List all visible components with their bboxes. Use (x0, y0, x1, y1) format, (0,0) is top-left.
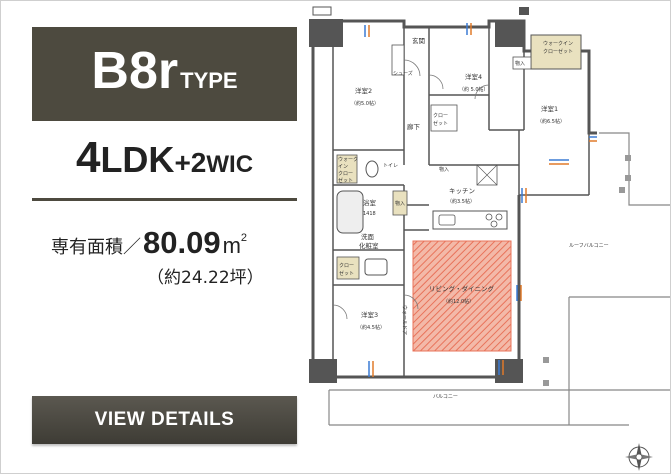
label-wic2-b: イン (338, 164, 348, 170)
wash-basin (364, 258, 388, 276)
area-tsubo: （約24.22坪） (147, 268, 264, 288)
label-washroom-a: 洗面 (361, 232, 375, 241)
unit-type-code: B8r (91, 42, 179, 100)
floor-plan-drawing: 玄関 シューズ 洋室2 （約5.0帖） 洋室4 （約 5.0帖） 洋室1 （約6… (309, 6, 670, 471)
label-wic2-a: ウォーク (338, 156, 358, 163)
label-room1-size: （約6.5帖） (537, 118, 565, 125)
label-room4: 洋室4 (465, 72, 482, 81)
label-wic2-c: クロー (338, 171, 353, 177)
label-storage1: 物入 (515, 60, 525, 67)
kitchen-counter (432, 210, 508, 230)
label-genkan: 玄関 (412, 36, 425, 45)
view-details-button[interactable]: VIEW DETAILS (32, 396, 297, 444)
label-kitchen-size: （約3.5帖） (447, 198, 475, 205)
area-unit: m2 (222, 231, 248, 259)
label-wic2-d: ゼット (338, 177, 353, 184)
toilet-fixture (365, 160, 379, 178)
wic1-area (530, 34, 582, 70)
label-shoes: シューズ (393, 70, 413, 77)
layout-plus: +2 (174, 147, 207, 178)
area-unit-sup: 2 (240, 231, 248, 244)
column-top-left (309, 19, 343, 47)
unit-type-banner: B8r TYPE (32, 27, 297, 121)
top-fixture (312, 6, 332, 16)
label-storage2: 物入 (439, 166, 449, 173)
label-room4-size: （約 5.0帖） (459, 86, 489, 93)
label-room1: 洋室1 (541, 104, 558, 113)
column-top (519, 7, 529, 15)
label-wic1-a: ウォークイン (543, 40, 573, 47)
layout-type: 4 LDK +2 WIC (32, 129, 297, 191)
layout-main: LDK (100, 139, 175, 180)
area-unit-text: m (222, 233, 241, 258)
roof-balcony-outline (599, 132, 670, 206)
label-kitchen: キッチン (449, 187, 475, 195)
label-bath-size: 1418 (363, 211, 376, 217)
label-roof-balcony: ルーフバルコニー (569, 243, 609, 249)
label-closet-b: ゼット (433, 120, 448, 127)
label-room3: 洋室3 (361, 310, 378, 319)
label-toilet: トイレ (383, 163, 398, 169)
label-bath: 浴室 (363, 198, 377, 207)
label-washroom-b: 化粧室 (359, 241, 379, 250)
label-living-size: （約12.0帖） (443, 298, 474, 305)
column-top-right (495, 21, 525, 47)
label-closet3-b: ゼット (339, 270, 354, 277)
label-closet-a: クロー (433, 113, 448, 119)
unit-type-suffix: TYPE (180, 68, 238, 93)
label-wic1-b: クローゼット (543, 48, 573, 55)
label-living: リビング・ダイニング (429, 284, 495, 293)
area-label: 専有面積／ (51, 237, 141, 258)
bathtub (336, 190, 364, 234)
area-value: 80.09 (143, 225, 221, 260)
compass-icon (625, 443, 653, 471)
label-wall-door: ウォールドア (401, 305, 408, 335)
label-balcony: バルコニー (433, 394, 458, 400)
layout-number: 4 (75, 133, 101, 182)
label-storage3: 物入 (395, 200, 405, 207)
living-dining-area (412, 240, 512, 352)
layout-extra: WIC (206, 151, 254, 178)
label-hallway: 廊下 (407, 122, 421, 131)
floor-area: 専有面積／ 80.09 m2 (51, 225, 301, 265)
label-room2: 洋室2 (355, 86, 372, 95)
floor-plan[interactable]: 玄関 シューズ 洋室2 （約5.0帖） 洋室4 （約 5.0帖） 洋室1 （約6… (299, 5, 670, 473)
label-room2-size: （約5.0帖） (351, 100, 379, 107)
label-room3-size: （約4.5帖） (357, 324, 385, 331)
divider (32, 198, 297, 201)
label-closet3-a: クロー (339, 263, 354, 269)
